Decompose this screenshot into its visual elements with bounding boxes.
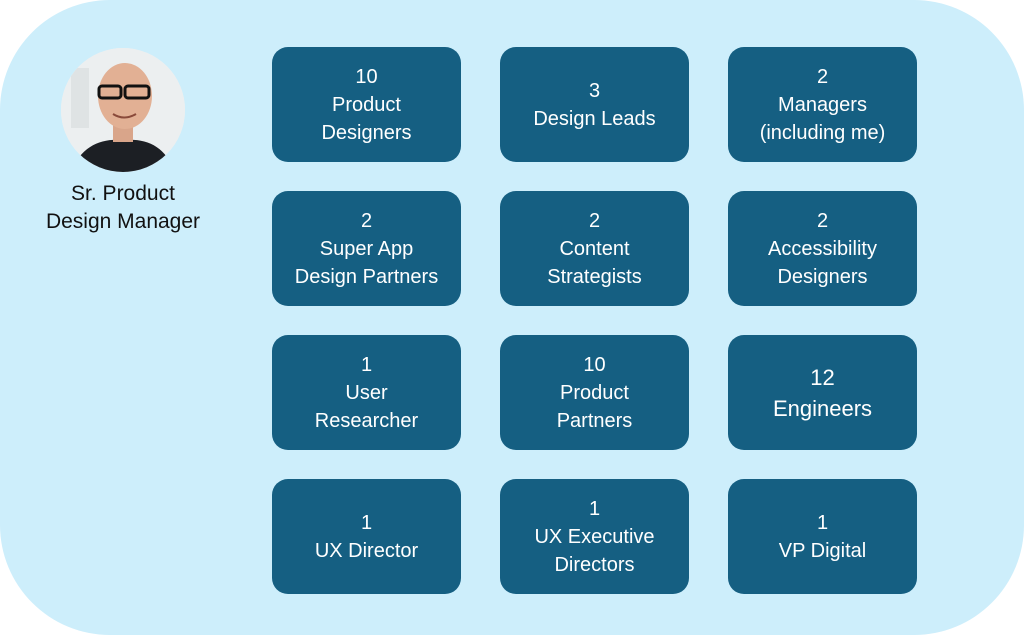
avatar [61, 48, 185, 172]
role-count: 10 [355, 65, 378, 88]
role-count: 10 [583, 353, 606, 376]
role-name: Designers [777, 265, 868, 288]
role-count: 2 [816, 65, 829, 88]
role-count: 2 [588, 209, 601, 232]
role-name: Designers [321, 121, 412, 144]
profile-title-line: Design Manager [45, 210, 201, 233]
role-count: 2 [360, 209, 373, 232]
role-name: Design Leads [533, 107, 656, 130]
role-name: Product [332, 93, 401, 116]
role-count: 1 [360, 511, 373, 534]
role-name: Design Partners [294, 265, 439, 288]
role-count: 1 [816, 511, 829, 534]
role-count: 3 [588, 79, 601, 102]
role-count: 1 [360, 353, 373, 376]
role-name: VP Digital [778, 539, 867, 562]
role-name: Managers [778, 93, 867, 116]
role-name: UX Director [314, 539, 419, 562]
role-name: Engineers [772, 395, 873, 421]
role-count: 2 [816, 209, 829, 232]
role-name: UX Executive [534, 525, 655, 548]
team-role-box: 1 UX Director [272, 479, 461, 594]
profile-photo-icon [61, 48, 185, 172]
role-name: Partners [556, 409, 633, 432]
role-name: Strategists [547, 265, 642, 288]
role-name: Content [559, 237, 630, 260]
role-name: Accessibility [768, 237, 877, 260]
role-name: User [345, 381, 388, 404]
role-count: 12 [810, 364, 835, 390]
role-name: Researcher [314, 409, 419, 432]
profile-title: Sr. Product Design Manager [20, 180, 226, 236]
team-role-box: 1 VP Digital [728, 479, 917, 594]
role-name: (including me) [759, 121, 886, 144]
role-name: Directors [554, 553, 635, 576]
profile-title-line: Sr. Product [71, 182, 175, 205]
role-name: Product [560, 381, 629, 404]
role-name: Super App [319, 237, 414, 260]
role-count: 1 [588, 497, 601, 520]
